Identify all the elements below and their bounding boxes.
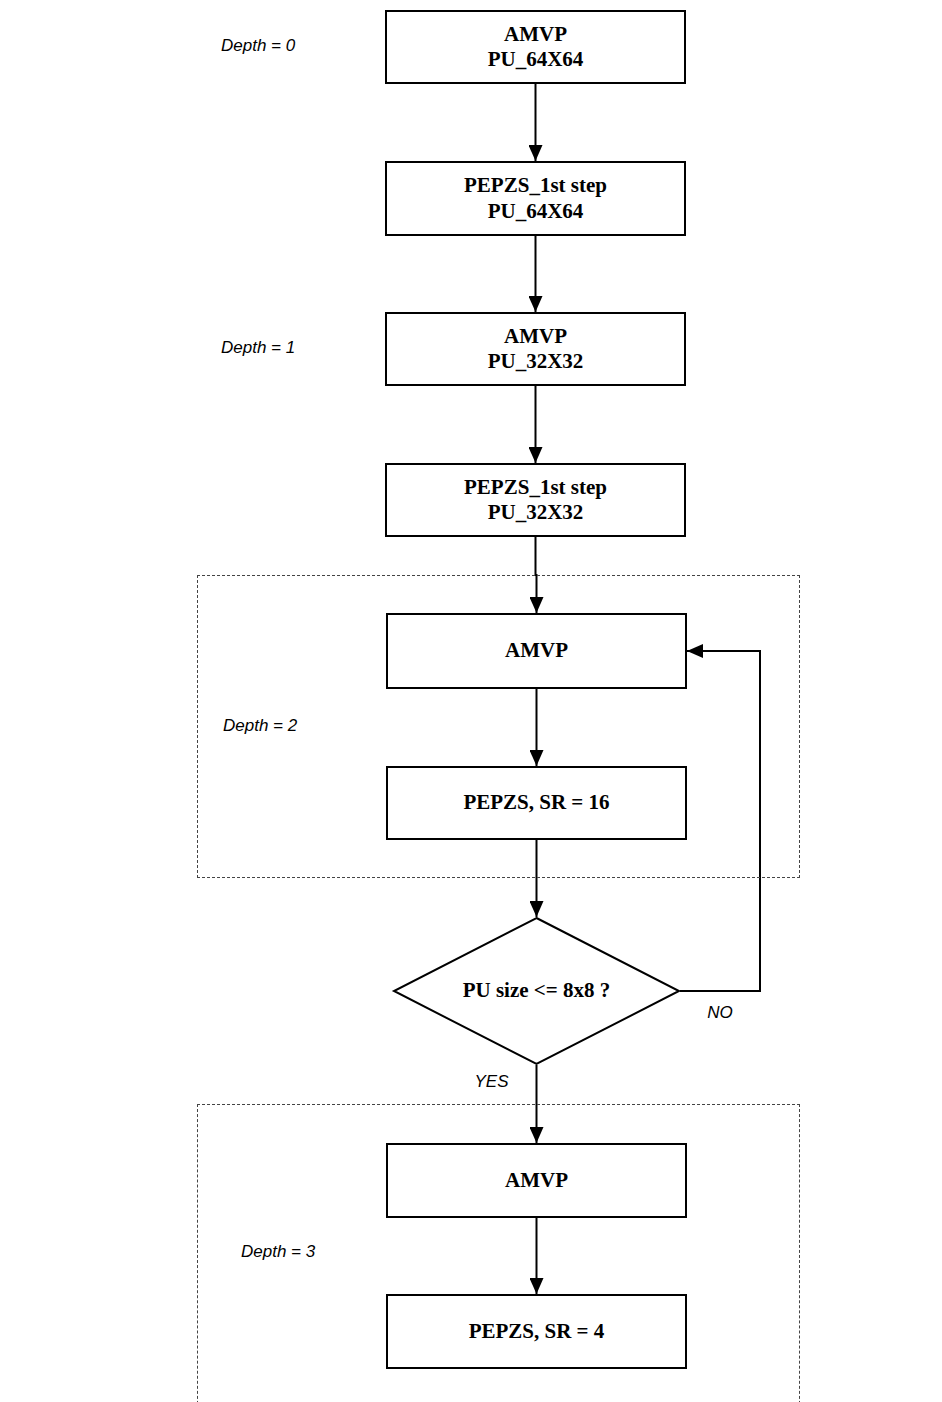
process-box: AMVP [386, 613, 687, 689]
node-text: AMVP [504, 22, 567, 47]
node-text: PEPZS_1st step [464, 173, 607, 198]
flow-arrow [680, 651, 760, 991]
process-box: AMVPPU_32X32 [385, 312, 686, 386]
flow-arrow [536, 1218, 538, 1294]
node-text: PEPZS_1st step [464, 475, 607, 500]
node-text: PU_64X64 [488, 199, 584, 224]
node-text: PU size <= 8x8 ? [463, 978, 611, 1003]
process-box: PEPZS, SR = 16 [386, 766, 687, 840]
depth-label: Depth = 2 [218, 715, 302, 737]
node-text: PEPZS, SR = 4 [469, 1319, 605, 1344]
depth-label: Depth = 0 [218, 36, 298, 56]
process-box: PEPZS_1st stepPU_64X64 [385, 161, 686, 236]
node-text: PU_64X64 [488, 47, 584, 72]
branch-label: NO [704, 1003, 736, 1023]
flow-arrow [535, 84, 537, 161]
node-text: AMVP [504, 324, 567, 349]
process-box: AMVP [386, 1143, 687, 1218]
node-text: PU_32X32 [488, 349, 584, 374]
depth-label: Depth = 1 [218, 338, 298, 358]
process-box: PEPZS_1st stepPU_32X32 [385, 463, 686, 537]
depth-label: Depth = 3 [236, 1241, 320, 1263]
node-text: PEPZS, SR = 16 [463, 790, 609, 815]
diamond-shape [394, 918, 679, 1064]
node-text: AMVP [505, 638, 568, 663]
flow-arrow [536, 689, 538, 766]
node-text: AMVP [505, 1168, 568, 1193]
depth-region: Depth = 3 AMVP PEPZS, SR = 4 [197, 1104, 800, 1402]
process-box: AMVPPU_64X64 [385, 10, 686, 84]
branch-label: YES [471, 1072, 511, 1092]
node-text: PU_32X32 [488, 500, 584, 525]
process-box: PEPZS, SR = 4 [386, 1294, 687, 1369]
flow-arrow [535, 386, 537, 463]
flow-arrow [535, 236, 537, 312]
depth-region: Depth = 2 AMVP PEPZS, SR = 16 [197, 575, 800, 878]
decision-diamond: PU size <= 8x8 ? [393, 917, 680, 1065]
flow-arrow [536, 840, 538, 917]
